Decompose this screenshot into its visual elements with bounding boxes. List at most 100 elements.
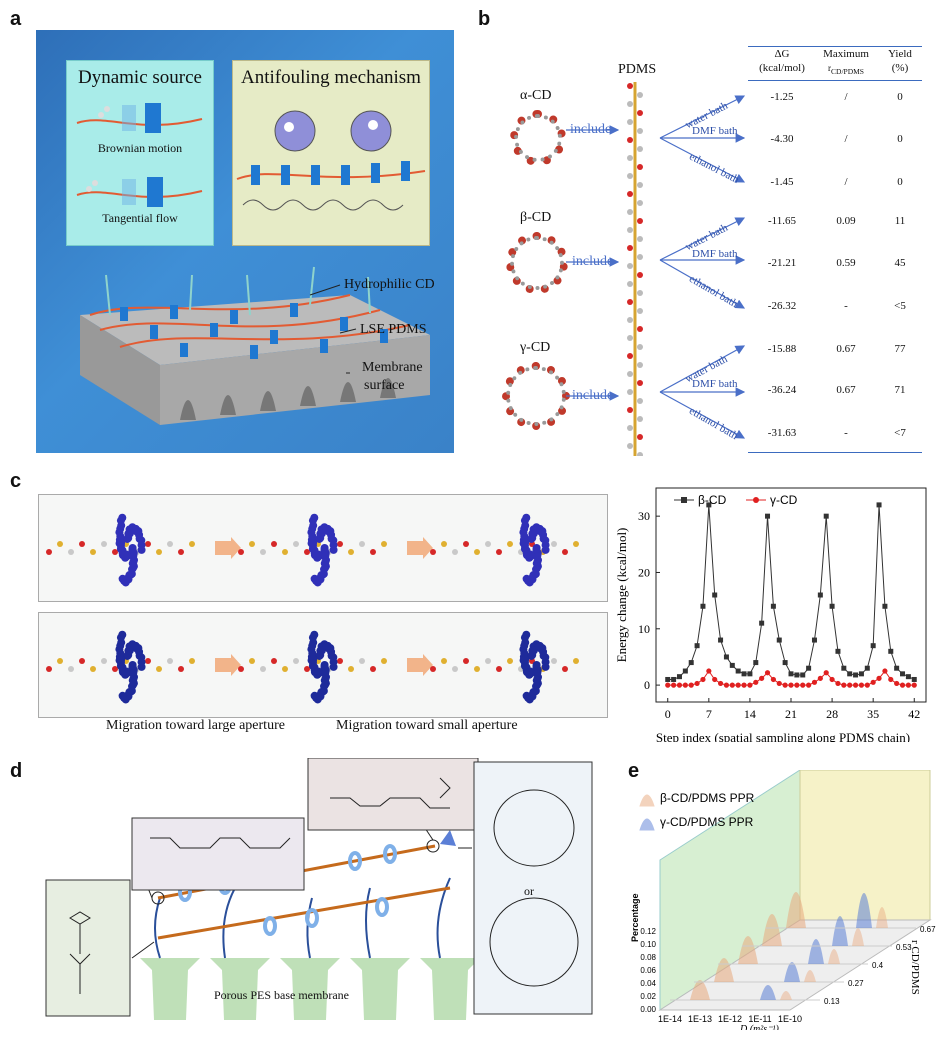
- membrane-label-line2: surface: [364, 378, 405, 393]
- pdms-atom: [370, 549, 376, 555]
- pdms-bead: [637, 362, 643, 368]
- data-point-gamma: [712, 676, 718, 683]
- cd-atom: [137, 545, 146, 554]
- y-tick-label: 0.08: [640, 953, 656, 962]
- pdms-bead: [627, 119, 633, 125]
- data-point-gamma: [858, 682, 865, 688]
- x-tick-label: 1E-10: [778, 1014, 802, 1024]
- data-point-gamma: [759, 675, 765, 681]
- pdms-atom: [46, 549, 52, 555]
- dynamic-source-box: Dynamic source Brownian motion Tangentia…: [66, 60, 214, 246]
- pdms-bead: [637, 182, 643, 188]
- y-tick-label: 0.12: [640, 927, 656, 936]
- data-point-beta: [700, 603, 706, 609]
- beta-peak-2: [828, 949, 840, 964]
- cd-atom: [128, 559, 137, 568]
- x-tick-label: 21: [785, 707, 797, 721]
- pdms-bead: [627, 407, 633, 413]
- cd-atom: [125, 529, 134, 538]
- table-cell-yield-8: <7: [894, 427, 906, 439]
- brownian-motion-label: Brownian motion: [97, 141, 183, 155]
- beta-cd-migration-box: [38, 494, 608, 602]
- pdms-chain: [627, 82, 643, 456]
- header-yield-unit: (%): [891, 62, 909, 74]
- data-point-gamma: [847, 682, 853, 688]
- cd-atom: [129, 552, 138, 561]
- table-cell-yield-6: 77: [894, 343, 906, 355]
- z-tick-label: 0.67: [920, 925, 936, 934]
- data-point-beta: [823, 513, 829, 519]
- cd-atom: [541, 545, 550, 554]
- membrane-label-line1: Membrane: [362, 360, 423, 375]
- z-tick-label: 0.4: [872, 961, 884, 970]
- pdms-bead: [627, 101, 633, 107]
- dynamic-source-title: Dynamic source: [78, 67, 202, 88]
- data-point-beta: [876, 502, 882, 508]
- data-point-gamma: [811, 679, 818, 685]
- data-point-beta: [759, 620, 765, 626]
- data-point-beta: [900, 671, 906, 677]
- header-max-r: r: [828, 63, 832, 73]
- pdms-atom: [337, 658, 343, 664]
- pdms-atom: [156, 666, 162, 672]
- cd-atom: [117, 538, 126, 547]
- pdms-atom: [101, 541, 107, 547]
- table-cell-yield-1: 0: [897, 133, 903, 145]
- data-point-beta: [870, 643, 876, 649]
- pdms-atom: [271, 541, 277, 547]
- beta-peak-2: [780, 991, 792, 1000]
- pdms-bead: [627, 191, 633, 197]
- cd-atom: [532, 559, 541, 568]
- data-point-gamma: [770, 676, 776, 683]
- data-point-beta: [770, 603, 776, 609]
- header-dg-unit: (kcal/mol): [759, 62, 805, 74]
- y-tick-label: 0.10: [640, 940, 656, 949]
- data-point-gamma: [806, 682, 812, 688]
- cd-atom: [521, 655, 530, 664]
- data-point-beta: [776, 637, 782, 643]
- cd-atom: [310, 513, 319, 522]
- gamma-dmf-bath: DMF bath: [692, 378, 738, 390]
- pdms-bead: [637, 236, 643, 242]
- header-max-sub: rCD/PDMS: [816, 63, 876, 76]
- cd-atom: [309, 638, 318, 647]
- pes-membrane-label: Porous PES base membrane: [214, 988, 349, 1002]
- pdms-atom: [57, 658, 63, 664]
- pdms-atom: [145, 541, 151, 547]
- pdms-atom: [452, 549, 458, 555]
- legend-label-1: γ-CD/PDMS PPR: [660, 815, 754, 829]
- gamma-cd-molecule: [502, 362, 570, 430]
- cd-atom: [116, 532, 125, 541]
- pdms-bead: [627, 299, 633, 305]
- pdms-atom: [463, 658, 469, 664]
- antifouling-illustration: [236, 110, 426, 211]
- cd-atom: [135, 534, 144, 543]
- pdms-atom: [562, 549, 568, 555]
- pdms-atom: [293, 541, 299, 547]
- pdms-atom: [430, 549, 436, 555]
- cd-atom: [317, 571, 326, 580]
- table-cell-yield-7: 71: [894, 384, 906, 396]
- data-point-beta: [817, 592, 823, 598]
- data-point-gamma: [864, 682, 870, 688]
- cd-atom: [309, 521, 318, 530]
- data-point-beta: [741, 671, 747, 677]
- pdms-atom: [496, 666, 502, 672]
- data-point-gamma: [905, 682, 911, 688]
- cd-atom: [522, 513, 531, 522]
- data-point-beta: [729, 662, 735, 668]
- data-point-gamma: [729, 682, 735, 688]
- data-point-beta: [888, 648, 894, 654]
- table-cell-dg-0: -1.25: [770, 91, 794, 103]
- cd-atom: [520, 649, 529, 658]
- beta-peak-2: [804, 970, 816, 982]
- pdms-bead: [627, 137, 633, 143]
- data-point-beta: [665, 676, 671, 682]
- z-axis-label: r CD/PDMS: [909, 940, 921, 995]
- data-point-gamma: [870, 679, 876, 685]
- data-point-gamma: [700, 676, 706, 683]
- dynamic-source-illustration: [76, 103, 203, 207]
- pdms-atom: [68, 666, 74, 672]
- pdms-bead: [637, 110, 643, 116]
- pdms-bead: [637, 128, 643, 134]
